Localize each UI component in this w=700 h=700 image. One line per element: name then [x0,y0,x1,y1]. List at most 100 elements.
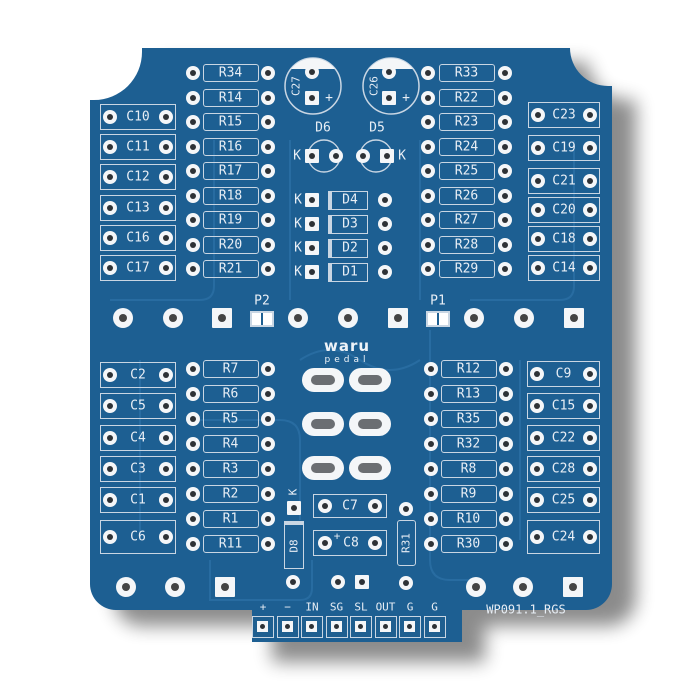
pad [103,462,117,476]
resistor-body [440,535,497,553]
cap-label: C21 [552,173,576,189]
pad [186,188,200,203]
pad [498,115,512,129]
cap-outline [527,520,600,554]
resistor-label: R7 [222,361,239,377]
pad [186,362,200,376]
pad-square [382,91,396,105]
connector-pin [374,616,397,638]
resistor-body [202,510,259,528]
diode-body [328,215,368,234]
resistor-label: R8 [460,461,477,477]
pad [466,577,486,597]
pad [499,412,513,426]
c8-label: C8 [343,535,359,551]
pad [186,90,200,105]
pad [186,164,200,178]
pad [159,140,173,154]
pad [399,576,413,590]
brand-logo-sub: pedal [324,355,370,365]
cathode-mark: K [294,240,302,256]
cap-outline [100,456,176,482]
pad-square [380,149,394,163]
connector-pin [252,616,274,638]
pin-label: G [431,600,438,614]
pad [261,262,275,276]
cap-label: C3 [130,461,146,477]
cap-outline [100,195,176,221]
pad [421,115,435,129]
diode-body [328,239,368,258]
pad [530,530,544,544]
pad [305,65,319,79]
pad-square [305,91,319,105]
pad-square [355,575,369,589]
p1-label: P1 [430,293,446,309]
pad [318,536,332,550]
cathode-mark: K [294,192,302,208]
pad [368,499,382,513]
pad [103,530,117,544]
cap-outline [527,456,600,482]
pad [103,201,117,215]
pad [378,217,392,231]
diode-body [328,263,368,282]
pad [103,110,117,124]
cap-label: C6 [130,529,146,545]
d3-label: D3 [342,216,358,232]
cap-outline [527,487,600,513]
pad [159,261,173,275]
pad-square [388,308,408,328]
cap-outline [528,226,600,252]
pad [159,110,173,124]
pad [261,387,275,401]
pad [530,399,544,413]
pad [421,188,435,203]
resistor-label: R21 [218,261,243,277]
pad [421,139,435,154]
pad [531,141,545,155]
pad [499,512,513,526]
resistor-body [202,485,259,503]
c7-label: C7 [342,498,358,514]
resistor-label: R19 [218,212,243,228]
resistor-label: R2 [222,486,239,502]
pad [103,493,117,507]
pin-label: IN [305,600,319,614]
diode-body [328,191,368,210]
p2-jumper [250,311,274,327]
pad [186,66,200,80]
pad-square [305,241,319,255]
pad [116,577,136,597]
pad [498,66,512,80]
pad [421,262,435,276]
cap-label: C4 [130,430,146,446]
pad [261,164,275,178]
resistor-label: R35 [456,411,481,427]
r31-label: R31 [399,533,413,553]
pad [186,387,200,401]
pad [368,536,382,550]
resistor-body [202,535,259,553]
resistor-label: R1 [222,511,239,527]
connector-pin [325,616,348,638]
pad [159,368,173,382]
cap-outline [527,425,600,451]
pad [186,213,200,227]
resistor-label: R4 [222,436,239,452]
resistor-label: R28 [454,237,479,252]
pad [583,108,597,122]
cap-label: C24 [551,529,576,545]
cap-label: C10 [126,109,150,125]
pin-label: SG [329,600,344,614]
pad-square [564,308,584,328]
pad [424,362,438,376]
resistor-body [202,410,259,428]
cap-label: C28 [551,461,576,477]
p2-label: P2 [254,293,270,309]
pad [399,502,413,516]
resistor-label: R14 [218,90,243,105]
pad [261,66,275,80]
oval-pad [349,412,391,436]
